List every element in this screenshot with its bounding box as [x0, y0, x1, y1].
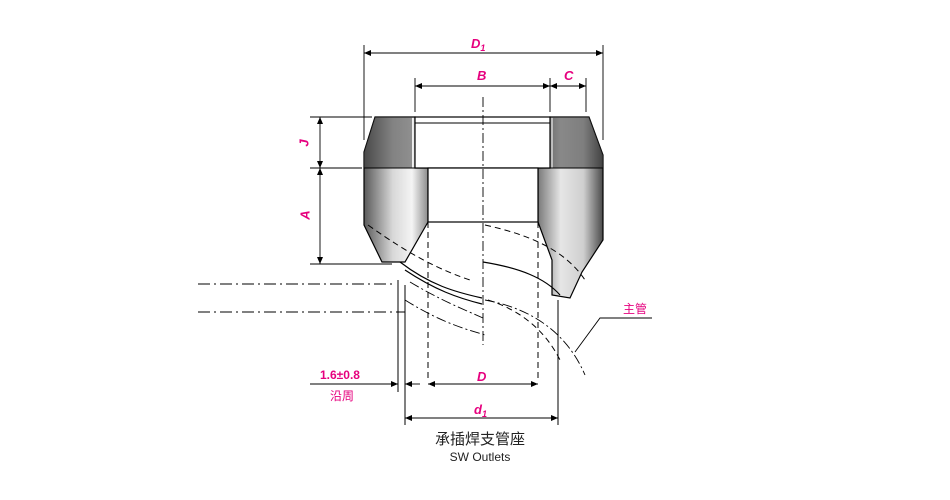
label-d1-small: d1 — [474, 402, 487, 420]
main-pipe-leader — [574, 317, 652, 353]
label-gap: 1.6±0.8 — [320, 368, 360, 382]
label-gap-note: 沿周 — [330, 389, 355, 403]
label-main-pipe: 主管 — [623, 302, 648, 316]
label-a: A — [297, 210, 313, 220]
socket-bore — [414, 116, 551, 169]
label-b: B — [477, 68, 487, 83]
label-j: J — [296, 139, 312, 147]
caption-chinese: 承插焊支管座 — [434, 430, 525, 448]
caption-english: SW Outlets — [449, 450, 511, 464]
label-d: D — [477, 369, 487, 384]
label-c: C — [564, 68, 574, 83]
label-d1: D1 — [471, 36, 486, 54]
